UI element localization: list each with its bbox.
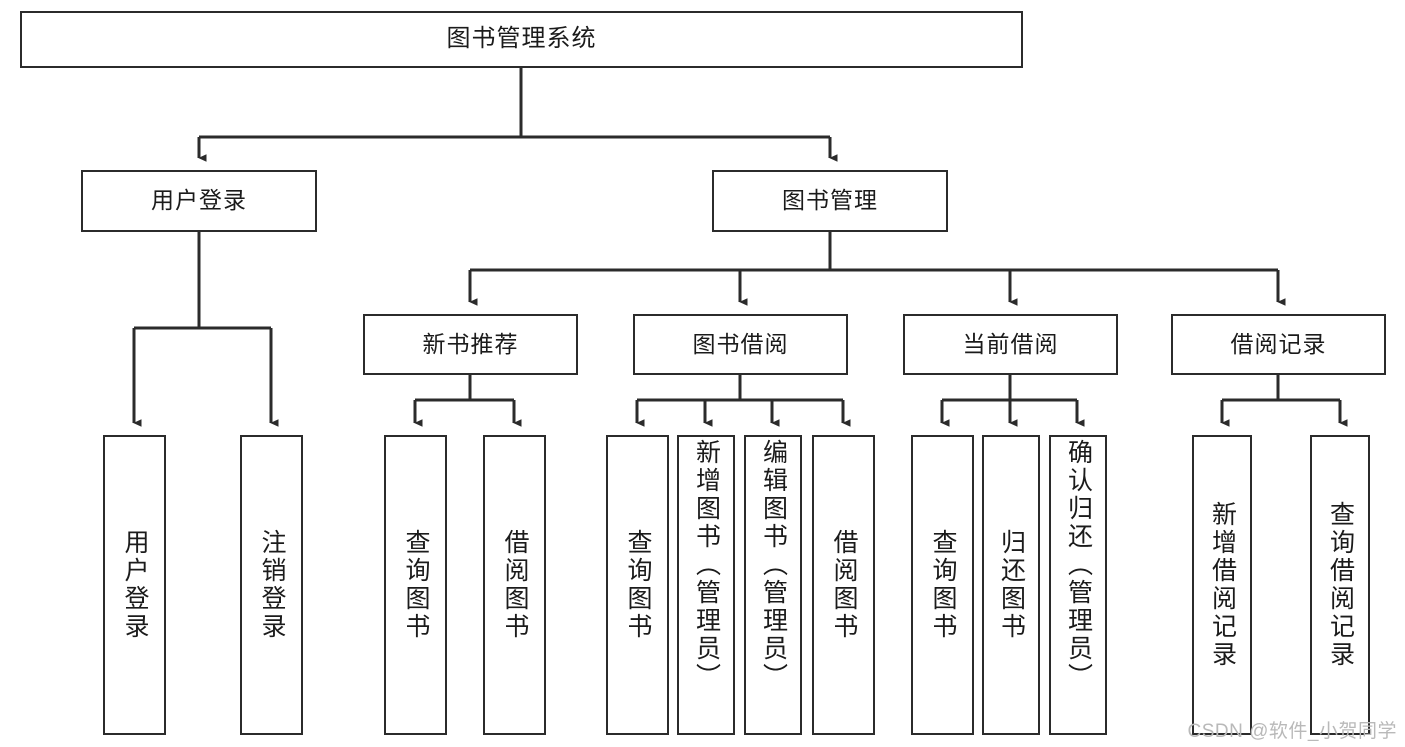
leaf-label: 注销登录 [258, 529, 286, 641]
node-book-borrow[interactable]: 图书借阅 [633, 314, 848, 375]
leaf-query-book-borrow[interactable]: 查询图书 [606, 435, 669, 735]
leaf-query-borrow-record[interactable]: 查询借阅记录 [1310, 435, 1370, 735]
node-current-borrow[interactable]: 当前借阅 [903, 314, 1118, 375]
leaf-label: 查询图书 [402, 529, 430, 641]
leaf-label: 借阅图书 [501, 529, 529, 641]
leaf-label: 新增借阅记录 [1208, 501, 1237, 669]
leaf-query-book-current[interactable]: 查询图书 [911, 435, 974, 735]
leaf-add-book-admin[interactable]: 新增图书（管理员） [677, 435, 735, 735]
leaf-label: 借阅图书 [830, 529, 858, 641]
leaf-logout[interactable]: 注销登录 [240, 435, 303, 735]
leaf-query-book-newbook[interactable]: 查询图书 [384, 435, 447, 735]
node-root[interactable]: 图书管理系统 [20, 11, 1023, 68]
leaf-borrow-book[interactable]: 借阅图书 [812, 435, 875, 735]
leaf-label: 查询借阅记录 [1326, 501, 1355, 669]
csdn-watermark: CSDN @软件_小贺同学 [1187, 721, 1397, 742]
node-borrow-records[interactable]: 借阅记录 [1171, 314, 1386, 375]
node-book-management[interactable]: 图书管理 [712, 170, 948, 232]
leaf-return-book[interactable]: 归还图书 [982, 435, 1040, 735]
leaf-label: 查询图书 [624, 529, 652, 641]
leaf-label: 查询图书 [929, 529, 957, 641]
leaf-label: 编辑图书（管理员） [759, 439, 788, 691]
leaf-user-login[interactable]: 用户登录 [103, 435, 166, 735]
leaf-label: 归还图书 [997, 529, 1026, 641]
node-user-login[interactable]: 用户登录 [81, 170, 317, 232]
leaf-label: 新增图书（管理员） [692, 439, 721, 691]
leaf-label: 确认归还（管理员） [1064, 439, 1093, 691]
node-new-book-recommend[interactable]: 新书推荐 [363, 314, 578, 375]
leaf-edit-book-admin[interactable]: 编辑图书（管理员） [744, 435, 802, 735]
leaf-add-borrow-record[interactable]: 新增借阅记录 [1192, 435, 1252, 735]
leaf-label: 用户登录 [121, 529, 149, 641]
leaf-borrow-book-newbook[interactable]: 借阅图书 [483, 435, 546, 735]
leaf-confirm-return-admin[interactable]: 确认归还（管理员） [1049, 435, 1107, 735]
